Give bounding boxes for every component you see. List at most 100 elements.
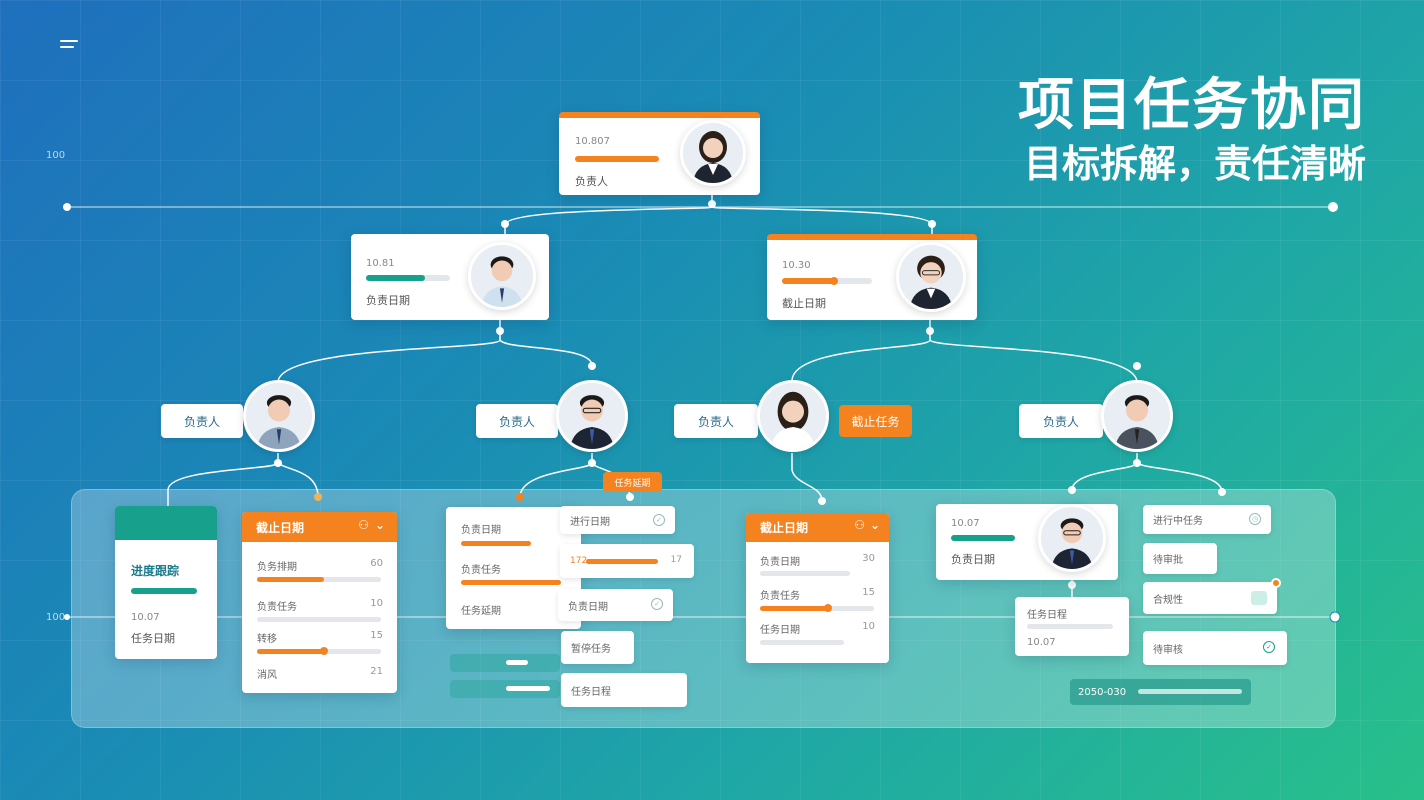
- mini-list2-item1[interactable]: 进行中任务 ◷: [1143, 505, 1271, 534]
- level1-left-progress-bar: [366, 275, 425, 281]
- deadline1-row3-bar: [257, 649, 325, 654]
- mini-list2-item4[interactable]: 待审核 ✓: [1143, 631, 1287, 665]
- root-label: 负责人: [575, 175, 608, 188]
- person-icon: [559, 383, 625, 449]
- notification-dot: [1271, 578, 1281, 588]
- task-row2-label: 负责任务: [461, 565, 501, 576]
- deadline1-row2-value: 10: [370, 598, 383, 609]
- deadline2-row3-value: 10: [862, 621, 875, 632]
- chevron-icon[interactable]: ⌄: [374, 518, 385, 532]
- date-progress-chip-label: 2050-030: [1078, 686, 1127, 698]
- mini-list1-item5[interactable]: 任务日程: [561, 673, 687, 707]
- avatar-level1-left[interactable]: [468, 242, 536, 310]
- progress-tracking-card[interactable]: 进度跟踪 10.07 任务日期: [115, 506, 217, 659]
- deadline1-row1-value: 60: [370, 558, 383, 569]
- level1-left-date: 10.81: [366, 258, 395, 269]
- avatar-level1-right[interactable]: [896, 242, 966, 312]
- mini-list2-item3-label: 合规性: [1153, 594, 1183, 606]
- assignee-pill-3[interactable]: 负责人: [674, 404, 758, 438]
- axis-label-top: 100: [46, 150, 66, 161]
- root-progress-bar: [575, 156, 659, 162]
- deadline1-row2-bar-bg: [257, 617, 381, 622]
- deadline1-row1-label: 负务排期: [257, 562, 297, 573]
- sub-card-bar: [1027, 624, 1113, 629]
- mini-list1-item2-bar: [586, 559, 658, 564]
- mini-list2-item4-label: 待审核: [1153, 644, 1183, 656]
- avatar-level2-4[interactable]: [1101, 380, 1173, 452]
- person-icon: [760, 383, 826, 449]
- deadline2-row2-bar: [760, 606, 828, 611]
- avatar-level2-2[interactable]: [556, 380, 628, 452]
- date-progress-chip-bar: [1138, 689, 1242, 694]
- square-icon: [1251, 591, 1267, 605]
- hamburger-menu-icon[interactable]: [60, 40, 82, 54]
- deadline-card-2[interactable]: 截止日期 ⚇ ⌄ 负责日期 30 负责任务 15 任务日期 10: [746, 513, 889, 663]
- deadline1-row1-bar: [257, 577, 324, 582]
- level1-left-label: 负责日期: [366, 294, 410, 307]
- check-circle-icon: ✓: [651, 598, 663, 610]
- person-icon: [899, 245, 963, 309]
- page-subtitle: 目标拆解，责任清晰: [1023, 142, 1366, 186]
- profile-card-date: 10.07: [951, 518, 980, 529]
- sub-card-date: 10.07: [1027, 637, 1056, 648]
- person-icon: [1104, 383, 1170, 449]
- deadline2-row1-bar-bg: [760, 571, 850, 576]
- level1-right-label: 截止日期: [782, 297, 826, 310]
- person-icon: [683, 123, 743, 183]
- level1-right-progress-dot: [830, 277, 838, 285]
- mini-list2-item1-label: 进行中任务: [1153, 516, 1203, 527]
- progress-card-bar: [131, 588, 197, 594]
- progress-chip-2: [450, 680, 560, 698]
- level1-right-progress-bar: [782, 278, 834, 284]
- person-icon[interactable]: ⚇: [854, 518, 865, 532]
- progress-card-date: 10.07: [131, 612, 160, 623]
- task-row1-label: 负责日期: [461, 525, 501, 536]
- mini-list1-item2-label: 172: [570, 556, 588, 566]
- deadline-card-1[interactable]: 截止日期 ⚇ ⌄ 负务排期 60 负责任务 10 转移 15 消风 21: [242, 512, 397, 693]
- mini-list1-item3[interactable]: 负责日期 ✓: [558, 589, 673, 621]
- avatar-root[interactable]: [680, 120, 746, 186]
- progress-card-label: 任务日期: [131, 632, 175, 645]
- person-icon: [246, 383, 312, 449]
- mini-list1-item1[interactable]: 进行日期 ✓: [560, 506, 675, 534]
- mini-list1-item4[interactable]: 暂停任务: [561, 631, 634, 664]
- sub-card-label: 任务日程: [1027, 610, 1067, 621]
- deadline2-row3-label: 任务日期: [760, 625, 800, 636]
- person-icon[interactable]: ⚇: [358, 518, 369, 532]
- check-circle-icon: ✓: [1263, 641, 1275, 653]
- mini-list2-item2[interactable]: 待审批: [1143, 543, 1217, 574]
- page-title: 项目任务协同: [1018, 73, 1366, 138]
- clock-icon: ◷: [1249, 513, 1261, 525]
- deadline2-row1-value: 30: [862, 553, 875, 564]
- person-icon: [471, 245, 533, 307]
- avatar-level2-3[interactable]: [757, 380, 829, 452]
- task-row2-bar: [461, 580, 561, 585]
- level1-right-date: 10.30: [782, 260, 811, 271]
- date-progress-chip: 2050-030: [1070, 679, 1251, 705]
- mini-list1-item2-value: 17: [670, 555, 682, 565]
- assignee-pill-2[interactable]: 负责人: [476, 404, 558, 438]
- mini-list1-item1-label: 进行日期: [570, 516, 610, 528]
- mini-list1-item2[interactable]: 172 17: [560, 544, 694, 578]
- progress-card-title: 进度跟踪: [131, 564, 180, 578]
- profile-card-label: 负责日期: [951, 553, 995, 566]
- deadline2-row3-bar-bg: [760, 640, 844, 645]
- check-circle-icon: ✓: [653, 514, 665, 526]
- avatar-profile[interactable]: [1038, 504, 1106, 572]
- mini-list1-item3-label: 负责日期: [568, 601, 608, 613]
- mini-list2-item3[interactable]: 合规性: [1143, 578, 1281, 614]
- avatar-level2-1[interactable]: [243, 380, 315, 452]
- deadline2-row2-dot: [824, 604, 832, 612]
- sub-task-card[interactable]: 任务日程 10.07: [1015, 597, 1129, 656]
- delay-tag[interactable]: 任务延期: [603, 472, 662, 492]
- root-date: 10.807: [575, 136, 610, 147]
- assignee-pill-1[interactable]: 负责人: [161, 404, 243, 438]
- deadline2-row2-value: 15: [862, 587, 875, 598]
- chevron-icon[interactable]: ⌄: [869, 518, 880, 532]
- deadline1-row3-dot: [320, 647, 328, 655]
- deadline1-row3-label: 转移: [257, 634, 277, 645]
- deadline-task-badge[interactable]: 截止任务: [839, 405, 912, 437]
- person-icon: [1041, 507, 1103, 569]
- assignee-pill-4[interactable]: 负责人: [1019, 404, 1103, 438]
- axis-label-bottom: 100: [46, 612, 66, 623]
